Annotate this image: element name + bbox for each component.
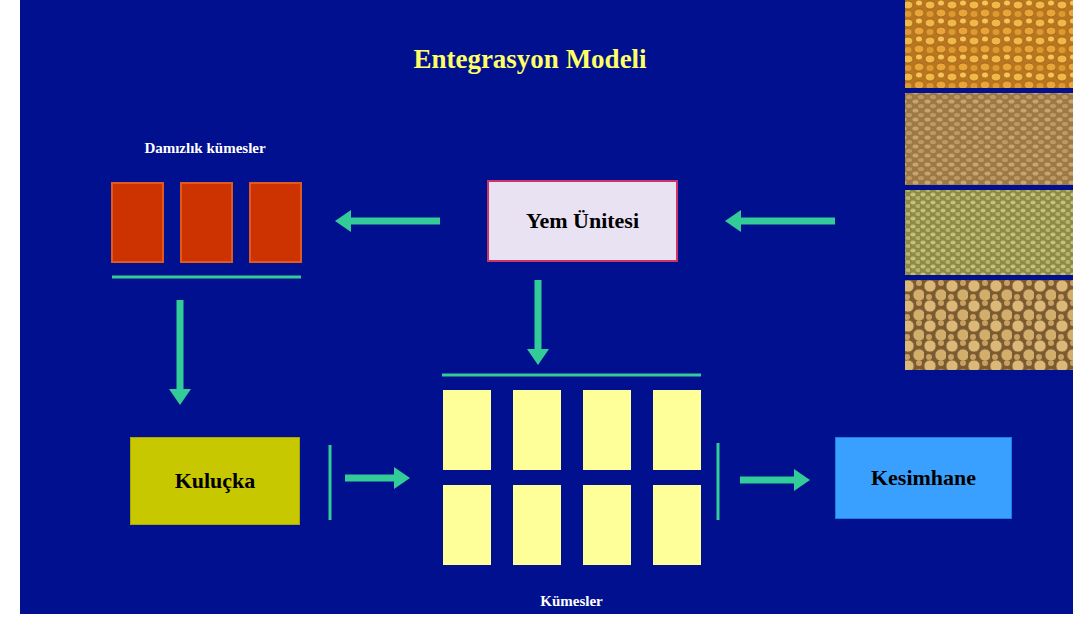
house-block — [653, 485, 701, 565]
wheat-photo — [905, 93, 1073, 185]
broiler-group: Kümesler — [440, 372, 703, 610]
flow-arrow — [535, 280, 542, 349]
group-bar — [112, 276, 301, 279]
flow-arrow — [177, 300, 184, 389]
house-block — [443, 390, 491, 470]
soybean-photo — [905, 280, 1073, 370]
broiler-houses — [442, 375, 701, 565]
box-label: Yem Ünitesi — [520, 208, 645, 234]
house-block — [250, 183, 301, 262]
feed-unit-box: Yem Ünitesi — [487, 180, 678, 262]
house-block — [583, 485, 631, 565]
group-bar — [442, 374, 701, 377]
house-block — [181, 183, 232, 262]
box-label: Kuluçka — [169, 468, 262, 494]
slide-title: Entegrasyon Modeli — [280, 44, 780, 75]
group-heading: Kümesler — [540, 593, 602, 610]
grain-photo — [905, 190, 1073, 275]
gate-bar — [717, 443, 720, 520]
house-block — [513, 485, 561, 565]
box-label: Kesimhane — [865, 465, 982, 491]
breeder-houses — [112, 183, 301, 277]
hatchery-box: Kuluçka — [130, 437, 300, 525]
slide-background — [20, 0, 1073, 614]
breeder-group: Damızlık kümesler — [105, 140, 305, 282]
house-block — [583, 390, 631, 470]
flow-arrow — [351, 218, 440, 225]
house-block — [443, 485, 491, 565]
flow-arrow — [345, 475, 394, 482]
house-block — [112, 183, 163, 262]
flow-arrow — [740, 477, 794, 484]
house-block — [513, 390, 561, 470]
house-block — [653, 390, 701, 470]
input-arrow-head — [725, 210, 741, 232]
gate-bar — [329, 445, 332, 520]
slaughterhouse-box: Kesimhane — [835, 437, 1012, 519]
group-heading: Damızlık kümesler — [144, 140, 265, 157]
corn-photo — [905, 0, 1073, 88]
input-arrow-shaft — [741, 218, 835, 225]
